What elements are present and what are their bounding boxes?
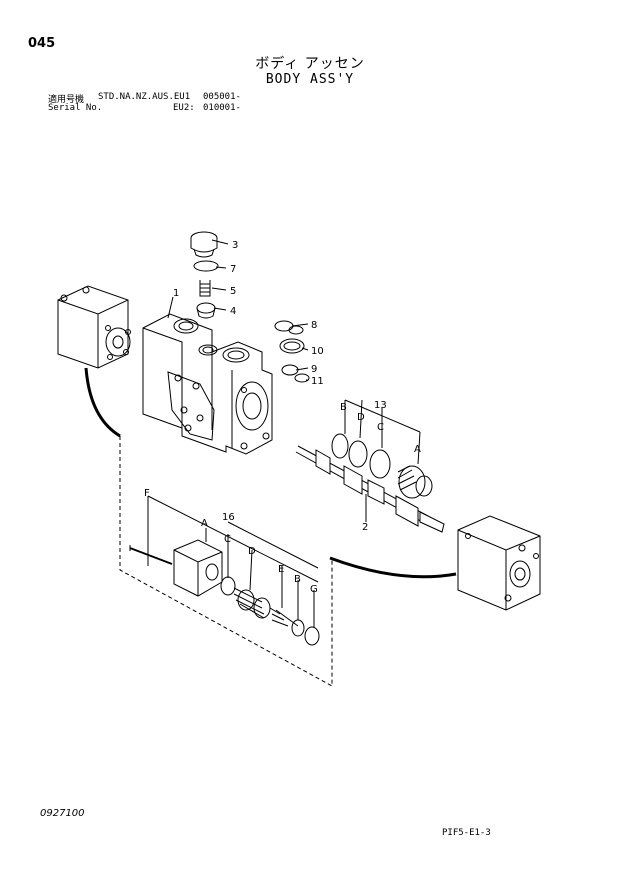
callout-2: 2	[362, 522, 368, 533]
serial-label: Serial No.	[48, 103, 103, 113]
document-code: 0927100	[40, 808, 85, 819]
sweep-curve-right	[329, 556, 457, 579]
callout-top-a: A	[414, 444, 421, 455]
callout-bottom-c: C	[224, 534, 231, 545]
title-english: BODY ASS'Y	[265, 72, 355, 87]
callout-bottom-f: F	[144, 488, 150, 499]
applicable-models: STD.NA.NZ.AUS.EU1	[98, 92, 191, 102]
applicable-serial: 005001-	[203, 92, 241, 102]
page-number: 045	[28, 36, 56, 51]
callout-9: 9	[311, 364, 317, 375]
callout-top-d: D	[357, 412, 365, 423]
left-end-cover	[57, 285, 131, 369]
spool-assembly	[295, 433, 445, 533]
spring-subassembly	[129, 539, 320, 646]
callout-top-c: C	[377, 422, 384, 433]
callout-7: 7	[230, 264, 236, 275]
sweep-curve-left	[84, 367, 121, 438]
callout-top-b: B	[340, 402, 347, 413]
applicable-label: 適用号機	[48, 95, 85, 105]
leader-lines	[147, 239, 421, 628]
callout-bottom-b: B	[294, 574, 301, 585]
callout-bottom-d: D	[248, 546, 256, 557]
plug-parts	[190, 231, 219, 319]
callout-bottom-g: G	[310, 584, 318, 595]
subassembly-dashed-box	[119, 436, 333, 687]
callout-8: 8	[311, 320, 317, 331]
right-end-cover	[457, 515, 541, 611]
callout-16: 16	[222, 512, 235, 523]
callout-13: 13	[374, 400, 387, 411]
callout-10: 10	[311, 346, 324, 357]
eu2-serial: 010001-	[203, 103, 241, 113]
title-japanese: ボディ アッセン	[255, 56, 365, 72]
callout-bottom-e: E	[278, 564, 284, 575]
callout-11: 11	[311, 376, 324, 387]
callout-3: 3	[232, 240, 238, 251]
callout-bottom-a: A	[201, 518, 208, 529]
figure-code: PIF5-E1-3	[442, 828, 491, 838]
o-rings-right	[274, 320, 310, 383]
callout-1: 1	[173, 288, 179, 299]
callout-4: 4	[230, 306, 236, 317]
eu2-label: EU2:	[173, 103, 195, 113]
valve-body	[142, 313, 273, 455]
callout-5: 5	[230, 286, 236, 297]
